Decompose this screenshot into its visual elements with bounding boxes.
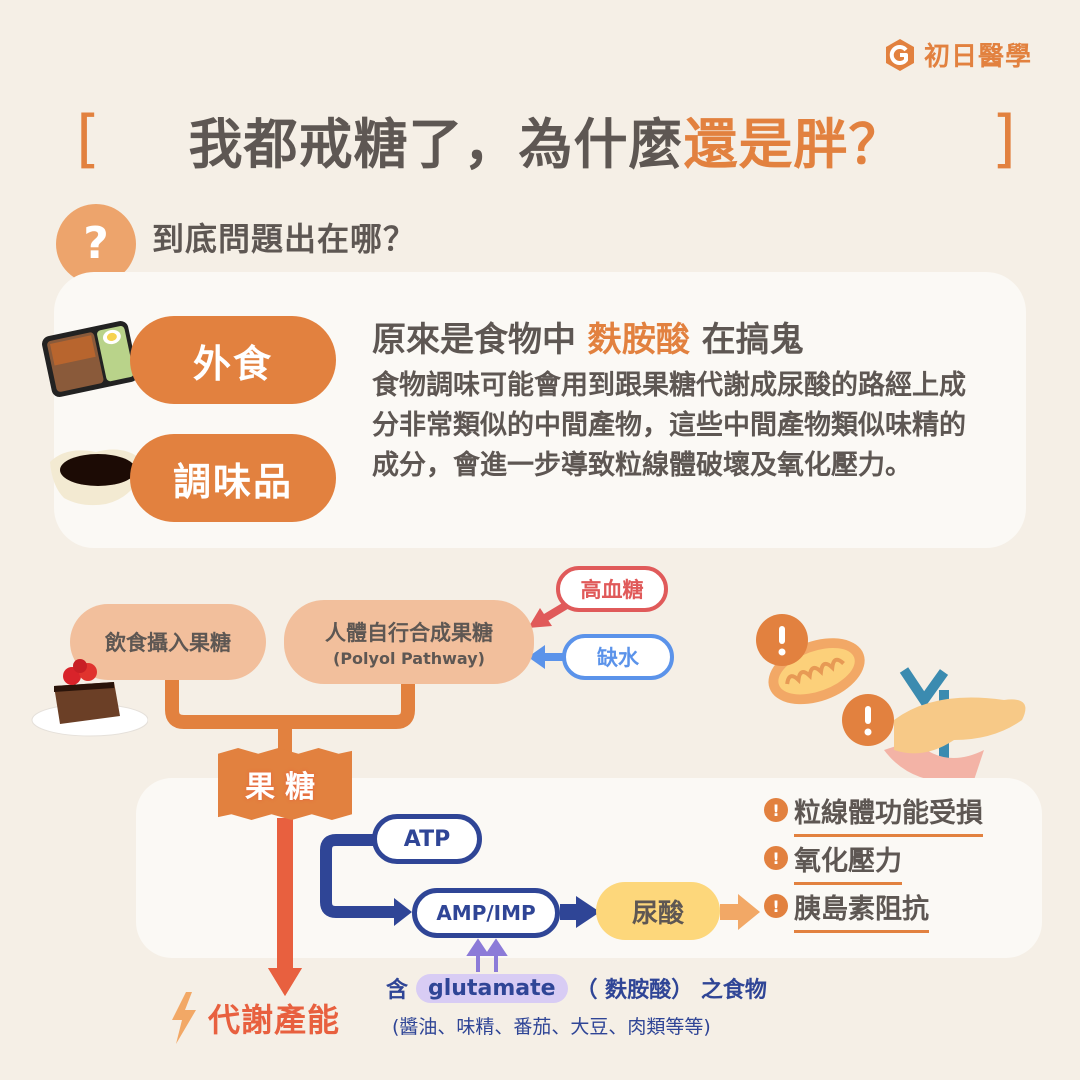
trigger-hyperglycemia: 高血糖: [556, 566, 668, 612]
title-bracket-left: [: [76, 102, 101, 175]
warning-icon: !: [764, 894, 788, 918]
fructose-hub-label: 果糖: [245, 770, 325, 805]
glutamate-prefix: 含: [386, 978, 409, 1003]
warning-icon: !: [764, 798, 788, 822]
causes-paragraph: 食物調味可能會用到跟果糖代謝成尿酸的路經上成分非常類似的中間產物，這些中間產物類…: [372, 370, 966, 481]
headline-highlight: 麩胺酸: [587, 320, 690, 360]
title-text: 我都戒糖了，為什麼還是胖？: [189, 100, 904, 179]
node-dietary-fructose: 飲食攝入果糖: [70, 604, 266, 680]
title-main: 我都戒糖了，為什麼: [188, 112, 684, 176]
effect-item: ! 氧化壓力: [764, 840, 1024, 888]
node-dietary-fructose-label: 飲食攝入果糖: [105, 631, 231, 655]
energy-label: 代謝產能: [208, 1001, 341, 1039]
node-endogenous-fructose-sub: (Polyol Pathway): [333, 648, 485, 668]
brand-logo: 初日醫學: [884, 36, 1032, 73]
headline-pre: 原來是食物中: [372, 320, 588, 360]
trigger-dehydration-label: 缺水: [597, 646, 639, 670]
effect-label: 粒線體功能受損: [794, 796, 983, 837]
g-hexagon-logo-icon: [886, 38, 914, 71]
cause-condiments-label: 調味品: [172, 459, 293, 504]
warning-icon: !: [764, 846, 788, 870]
node-uric-acid: 尿酸: [596, 882, 720, 940]
mitochondria-pancreas-illustration: [756, 614, 1026, 790]
cause-eating-out-label: 外食: [192, 341, 273, 386]
effect-label: 胰島素阻抗: [794, 892, 929, 933]
node-atp-label: ATP: [403, 826, 451, 852]
title-bracket-right: ]: [991, 102, 1016, 175]
glutamate-chip: glutamate: [416, 973, 568, 1003]
brand-name: 初日醫學: [924, 42, 1033, 72]
effect-label: 氧化壓力: [794, 844, 902, 885]
energy-output: 代謝產能: [168, 992, 340, 1044]
glutamate-foods: 含 glutamate （ 麩胺酸） 之食物: [386, 972, 767, 1004]
title-highlight: 還是胖？: [683, 112, 904, 176]
effect-item: ! 胰島素阻抗: [764, 888, 1024, 936]
glutamate-suffix: （ 麩胺酸） 之食物: [575, 978, 767, 1003]
question-mark: ?: [83, 218, 109, 269]
node-uric-acid-label: 尿酸: [631, 898, 684, 929]
lightning-icon: [172, 992, 196, 1044]
trigger-dehydration: 缺水: [562, 634, 674, 680]
node-endogenous-fructose: 人體自行合成果糖 (Polyol Pathway): [284, 600, 534, 684]
cake-image: [31, 659, 148, 737]
effect-item: ! 粒線體功能受損: [764, 792, 1024, 840]
node-atp: ATP: [372, 814, 482, 864]
fructose-hub: 果糖: [218, 748, 352, 820]
question-text: 到底問題出在哪？: [152, 220, 417, 258]
trigger-hyperglycemia-label: 高血糖: [580, 578, 644, 602]
causes-headline: 原來是食物中 麩胺酸 在搞鬼: [372, 312, 804, 361]
cause-condiments: 調味品: [130, 434, 336, 522]
effects-list: ! 粒線體功能受損 ! 氧化壓力 ! 胰島素阻抗: [764, 792, 1024, 936]
glutamate-examples: (醬油、味精、番茄、大豆、肉類等等): [392, 1016, 711, 1038]
question-bubble-icon: ?: [56, 204, 136, 284]
node-amp-imp: AMP/IMP: [412, 888, 560, 938]
cause-eating-out: 外食: [130, 316, 336, 404]
node-endogenous-fructose-label: 人體自行合成果糖: [325, 620, 493, 645]
headline-post: 在搞鬼: [689, 320, 804, 360]
soy-sauce-bowl-image: [50, 449, 144, 506]
bento-box-image: [42, 321, 138, 397]
node-amp-imp-label: AMP/IMP: [436, 901, 536, 925]
page-title: [ 我都戒糖了，為什麼還是胖？ ]: [76, 94, 1016, 184]
